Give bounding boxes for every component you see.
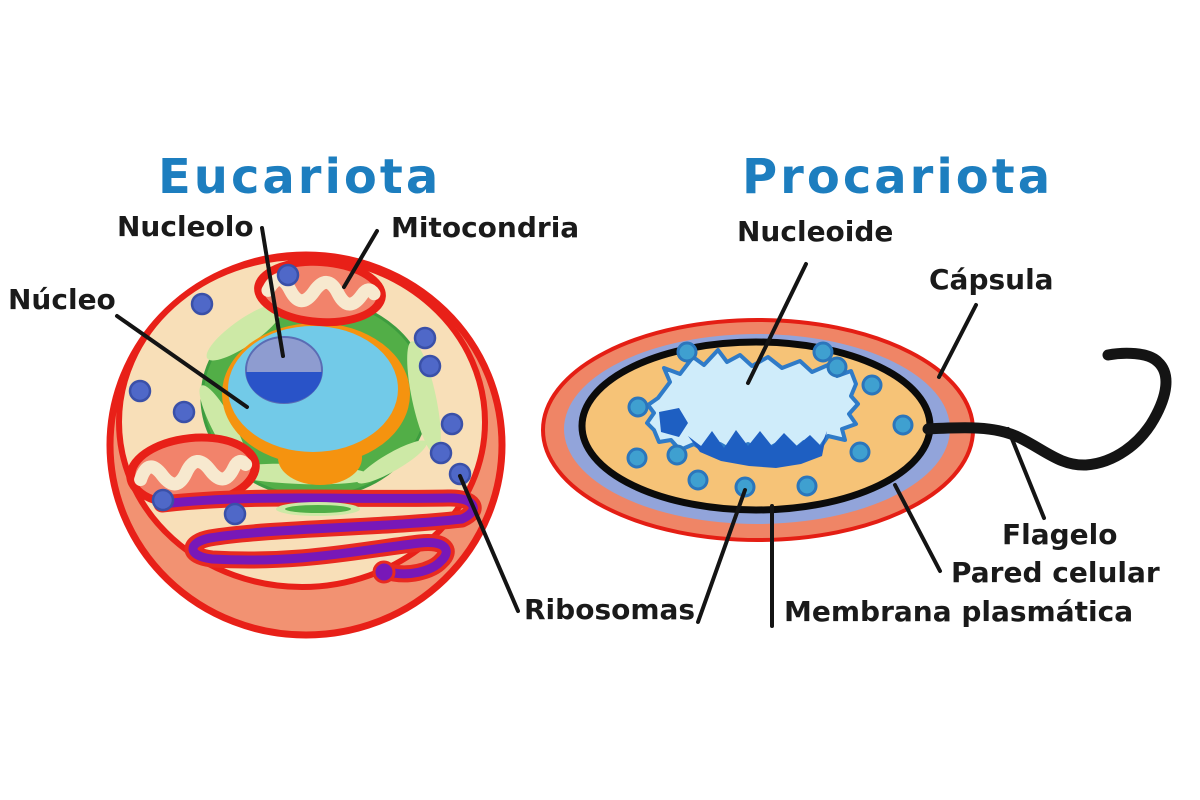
eukaryote-cell bbox=[106, 251, 506, 639]
flagelo-leader bbox=[1006, 427, 1046, 520]
green-vesicle bbox=[276, 502, 360, 516]
label-nucleo: Núcleo bbox=[8, 283, 116, 316]
nucleolo-leader bbox=[260, 226, 285, 358]
nucleoide-leader bbox=[746, 262, 808, 385]
flagellum bbox=[922, 347, 1172, 471]
pared-celular-leader bbox=[893, 483, 942, 573]
prokaryote-ribosome-dots bbox=[626, 341, 914, 498]
nucleo-leader bbox=[115, 314, 249, 409]
capsula-leader bbox=[937, 303, 978, 379]
label-capsula: Cápsula bbox=[929, 263, 1054, 296]
eukaryote-ribosome-dots bbox=[128, 263, 472, 526]
prokaryote-cell bbox=[541, 318, 1172, 542]
ribosomas-prokaryote-leader bbox=[696, 488, 747, 624]
label-pared-celular: Pared celular bbox=[951, 556, 1160, 589]
golgi-apparatus bbox=[153, 489, 482, 584]
nucleolus bbox=[245, 336, 323, 404]
eukaryote-title: Eucariota bbox=[158, 149, 442, 205]
mitochondrion-bottom bbox=[126, 433, 260, 509]
label-membrana-plasmatica: Membrana plasmática bbox=[784, 595, 1134, 628]
ribosomas-eukaryote-leader bbox=[458, 474, 520, 613]
mitocondria-leader bbox=[342, 229, 379, 289]
nucleoid bbox=[645, 348, 860, 468]
label-mitocondria: Mitocondria bbox=[391, 211, 580, 244]
label-nucleolo: Nucleolo bbox=[117, 210, 254, 243]
prokaryote-title: Procariota bbox=[742, 149, 1054, 205]
label-nucleoide: Nucleoide bbox=[737, 215, 894, 248]
leader-lines bbox=[115, 226, 1046, 628]
label-ribosomas: Ribosomas bbox=[524, 593, 696, 626]
label-flagelo: Flagelo bbox=[1002, 518, 1118, 551]
